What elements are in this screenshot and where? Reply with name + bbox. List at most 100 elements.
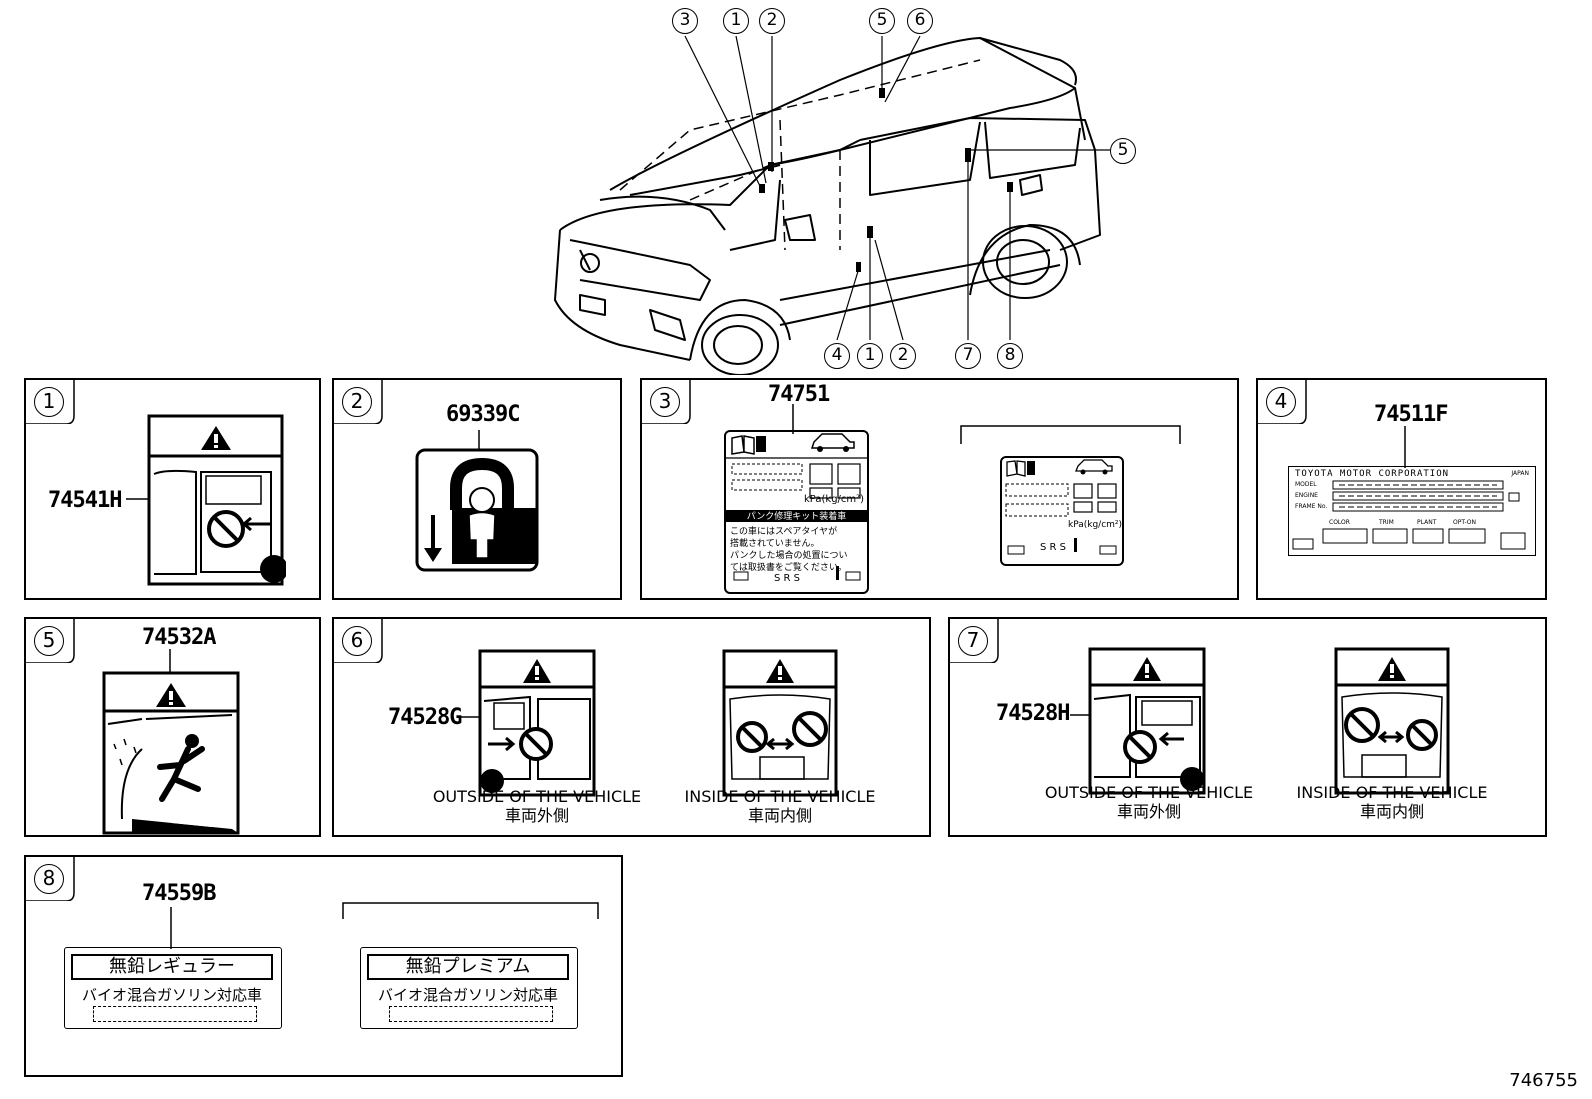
- panel-number: 7: [958, 626, 988, 656]
- row-model: MODEL: [1295, 481, 1317, 488]
- door-label-inside: [722, 649, 838, 797]
- vehicle-illustration: 3 1 2 5 6 5 4 1 2 7 8: [540, 0, 1160, 376]
- callout-top-5: 5: [869, 8, 895, 34]
- field-trim: TRIM: [1379, 519, 1394, 526]
- callout-top-2: 2: [759, 8, 785, 34]
- part-number: 74511F: [1374, 402, 1448, 427]
- panel-5: 5 74532A: [24, 617, 321, 837]
- bracket: [342, 902, 599, 919]
- field-color: COLOR: [1329, 519, 1350, 526]
- tire-unit-alt: kPa(kg/cm²): [1068, 520, 1123, 530]
- bio-text-premium: バイオ混合ガソリン対応車: [377, 986, 558, 1004]
- panel-number: 2: [342, 387, 372, 417]
- blank-field: [389, 1006, 553, 1022]
- panel-number: 4: [1266, 387, 1296, 417]
- door-warning-label: [126, 414, 286, 586]
- tire-pressure-label-alt: kPa(kg/cm²) S R S: [1000, 456, 1124, 566]
- panel-tab: 1: [26, 380, 76, 424]
- panel-number: 8: [34, 864, 64, 894]
- field-plant: PLANT: [1417, 519, 1437, 526]
- part-number: 74751: [768, 382, 830, 407]
- tire-label-alt-graphics: [1005, 459, 1117, 555]
- panel-6: 6 74528G OUTSIDE OF THE VEHICLE 車両外側 INS…: [332, 617, 931, 837]
- srs-text: S R S: [774, 573, 801, 584]
- callout-bottom-7: 7: [955, 343, 981, 369]
- door-label-inside: [1334, 647, 1450, 795]
- panel-3: 3 74751 kPa(kg/cm²) パンク修理キット装着車 この車にはスペア…: [640, 378, 1239, 600]
- part-number: 74559B: [142, 881, 216, 906]
- vehicle-id-plate: TOYOTA MOTOR CORPORATION JAPAN MODEL ENG…: [1288, 466, 1536, 556]
- panel-8: 8 74559B 無鉛レギュラー バイオ混合ガソリン対応車 無鉛プレミアム バイ…: [24, 855, 623, 1077]
- panel-7: 7 74528H OUTSIDE OF THE VEHICLE 車両外側 INS…: [948, 617, 1547, 837]
- panel-tab: 5: [26, 619, 76, 663]
- part-number: 69339C: [446, 402, 520, 427]
- outside-caption: OUTSIDE OF THE VEHICLE 車両外側: [422, 787, 652, 825]
- fuel-label-regular: 無鉛レギュラー バイオ混合ガソリン対応車: [64, 947, 282, 1029]
- part-number: 74528H: [996, 701, 1070, 726]
- kit-line-4: ては取扱書をご覧ください。: [730, 563, 847, 573]
- panel-number: 6: [342, 626, 372, 656]
- panel-tab: 4: [1258, 380, 1308, 424]
- child-lock-label: [415, 430, 539, 572]
- callout-bottom-8: 8: [997, 343, 1023, 369]
- door-label-outside: [1070, 647, 1206, 795]
- panel-tab: 2: [334, 380, 384, 424]
- callout-right-5: 5: [1110, 138, 1136, 164]
- callout-bottom-4: 4: [824, 343, 850, 369]
- fuel-type-premium: 無鉛プレミアム: [367, 954, 569, 980]
- fuel-type-regular: 無鉛レギュラー: [71, 954, 273, 980]
- panel-tab: 3: [642, 380, 692, 424]
- part-number: 74528G: [388, 705, 462, 730]
- field-opt: OPT-ON: [1453, 519, 1476, 526]
- plate-lines: [1292, 480, 1526, 550]
- outside-caption-en: OUTSIDE OF THE VEHICLE: [432, 787, 642, 806]
- callout-bottom-1: 1: [857, 343, 883, 369]
- inside-caption-jp: 車両内側: [747, 806, 812, 825]
- panel-1: 1 74541H: [24, 378, 321, 600]
- maker-name: TOYOTA MOTOR CORPORATION: [1295, 469, 1450, 479]
- van-drawing: [554, 35, 1110, 376]
- panel-tab: 7: [950, 619, 1000, 663]
- outside-caption-jp: 車両外側: [1116, 802, 1181, 821]
- kit-line-3: パンクした場合の処置につい: [730, 551, 848, 561]
- callout-bottom-2: 2: [890, 343, 916, 369]
- panel-4: 4 74511F TOYOTA MOTOR CORPORATION JAPAN …: [1256, 378, 1547, 600]
- inside-caption: INSIDE OF THE VEHICLE 車両内側: [665, 787, 895, 825]
- callout-top-3: 3: [672, 8, 698, 34]
- part-number: 74532A: [142, 625, 216, 650]
- kit-line-2: 搭載されていません。: [730, 539, 820, 549]
- tire-pressure-label: kPa(kg/cm²) パンク修理キット装着車 この車にはスペアタイヤが 搭載さ…: [724, 430, 869, 594]
- panel-tab: 6: [334, 619, 384, 663]
- inside-caption-jp: 車両内側: [1359, 802, 1424, 821]
- outside-caption: OUTSIDE OF THE VEHICLE 車両外側: [1034, 783, 1264, 821]
- label-markers: [759, 88, 1013, 272]
- panel-number: 3: [650, 387, 680, 417]
- inside-caption-en: INSIDE OF THE VEHICLE: [684, 787, 876, 806]
- callout-top-6: 6: [907, 8, 933, 34]
- diagram-id: 746755: [1509, 1070, 1578, 1091]
- row-engine: ENGINE: [1295, 492, 1318, 499]
- bio-text-regular: バイオ混合ガソリン対応車: [81, 986, 262, 1004]
- kit-title: パンク修理キット装着車: [746, 512, 847, 522]
- row-frame: FRAME No.: [1295, 503, 1328, 510]
- inside-caption: INSIDE OF THE VEHICLE 車両内側: [1277, 783, 1507, 821]
- inside-caption-en: INSIDE OF THE VEHICLE: [1296, 783, 1488, 802]
- panel-2: 2 69339C: [332, 378, 622, 600]
- panel-tab: 8: [26, 857, 76, 901]
- slip-warning-label: [102, 649, 240, 835]
- bracket: [960, 425, 1181, 444]
- part-number: 74541H: [48, 488, 122, 513]
- tire-label-graphics: [726, 433, 867, 581]
- tire-unit: kPa(kg/cm²): [804, 494, 865, 505]
- fuel-label-premium: 無鉛プレミアム バイオ混合ガソリン対応車: [360, 947, 578, 1029]
- srs-text-alt: S R S: [1040, 542, 1067, 553]
- panel-number: 5: [34, 626, 64, 656]
- panel-number: 1: [34, 387, 64, 417]
- kit-line-1: この車にはスペアタイヤが: [730, 527, 838, 537]
- blank-field: [93, 1006, 257, 1022]
- callout-top-1: 1: [723, 8, 749, 34]
- outside-caption-en: OUTSIDE OF THE VEHICLE: [1044, 783, 1254, 802]
- outside-caption-jp: 車両外側: [504, 806, 569, 825]
- door-label-outside: [460, 649, 596, 797]
- country: JAPAN: [1511, 470, 1529, 477]
